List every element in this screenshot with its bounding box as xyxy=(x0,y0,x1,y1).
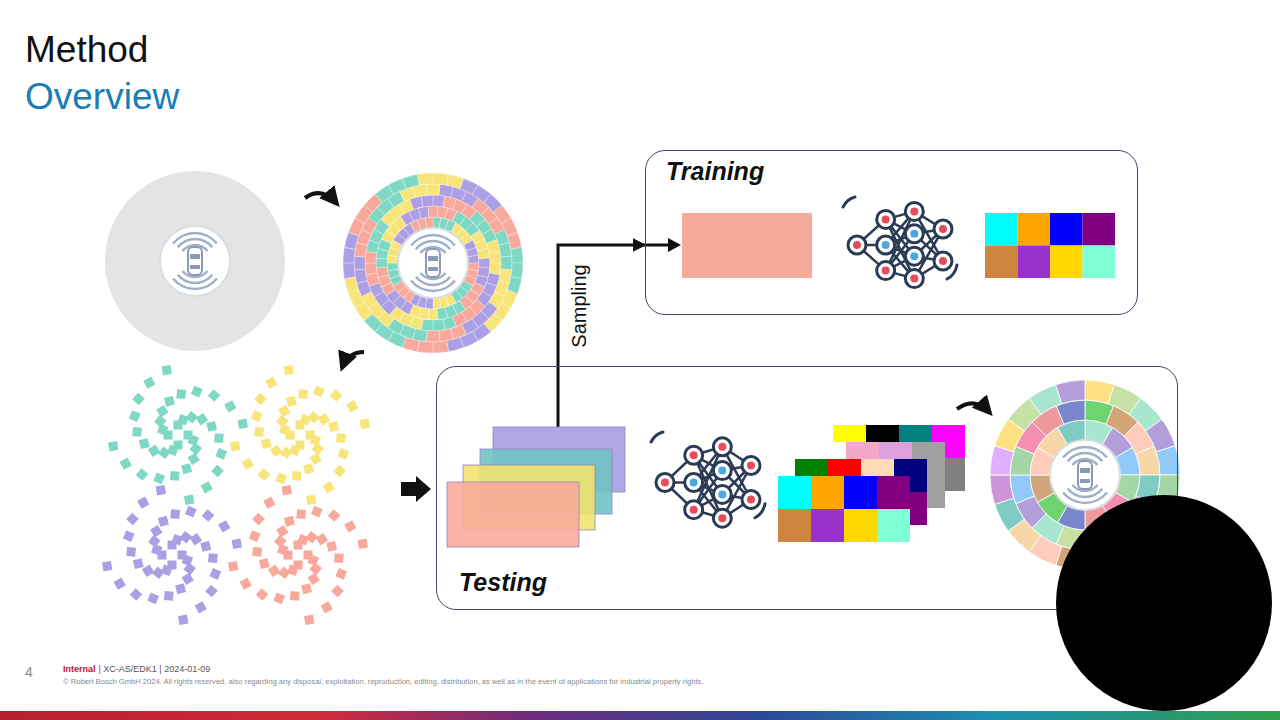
sample-patch xyxy=(682,213,812,278)
patch-stack xyxy=(447,427,625,547)
brand-bar xyxy=(0,711,1280,720)
curved-arrow xyxy=(342,352,364,368)
slide-title: Method xyxy=(25,28,148,72)
document-id: | XC-AS/EDK1 | 2024-01-09 xyxy=(99,664,211,675)
copyright-note: © Robert Bosch GmbH 2024. All rights res… xyxy=(63,677,703,686)
empty-area xyxy=(105,171,285,351)
page-number: 4 xyxy=(25,664,33,681)
curved-arrow xyxy=(957,403,990,413)
grid-disk xyxy=(343,173,523,353)
block-arrow xyxy=(401,476,431,502)
classification: Internal xyxy=(63,664,96,675)
prediction-disk xyxy=(990,380,1180,570)
sampling-line xyxy=(645,244,672,247)
curved-arrow xyxy=(305,193,337,204)
car-icon xyxy=(1050,440,1120,510)
car-icon xyxy=(398,228,468,298)
training-panel: Training xyxy=(645,150,1138,315)
panel-heading: Training xyxy=(666,157,1137,186)
point-clusters xyxy=(102,365,370,625)
edge-label-box: Sampling xyxy=(568,262,591,349)
car-icon xyxy=(160,226,230,296)
slide-subtitle: Overview xyxy=(25,75,179,119)
webcam-circle xyxy=(1056,495,1272,711)
network-icon xyxy=(843,197,957,288)
edge-label: Sampling xyxy=(568,262,590,349)
testing-panel: Testing xyxy=(436,366,1178,610)
class-grids xyxy=(778,425,965,542)
arrow-head xyxy=(668,238,681,252)
class-grid xyxy=(985,213,1115,278)
sampling-line xyxy=(557,366,560,427)
sampling-arrow xyxy=(558,245,645,366)
network-icon xyxy=(651,432,765,527)
panel-heading: Testing xyxy=(459,568,1177,597)
